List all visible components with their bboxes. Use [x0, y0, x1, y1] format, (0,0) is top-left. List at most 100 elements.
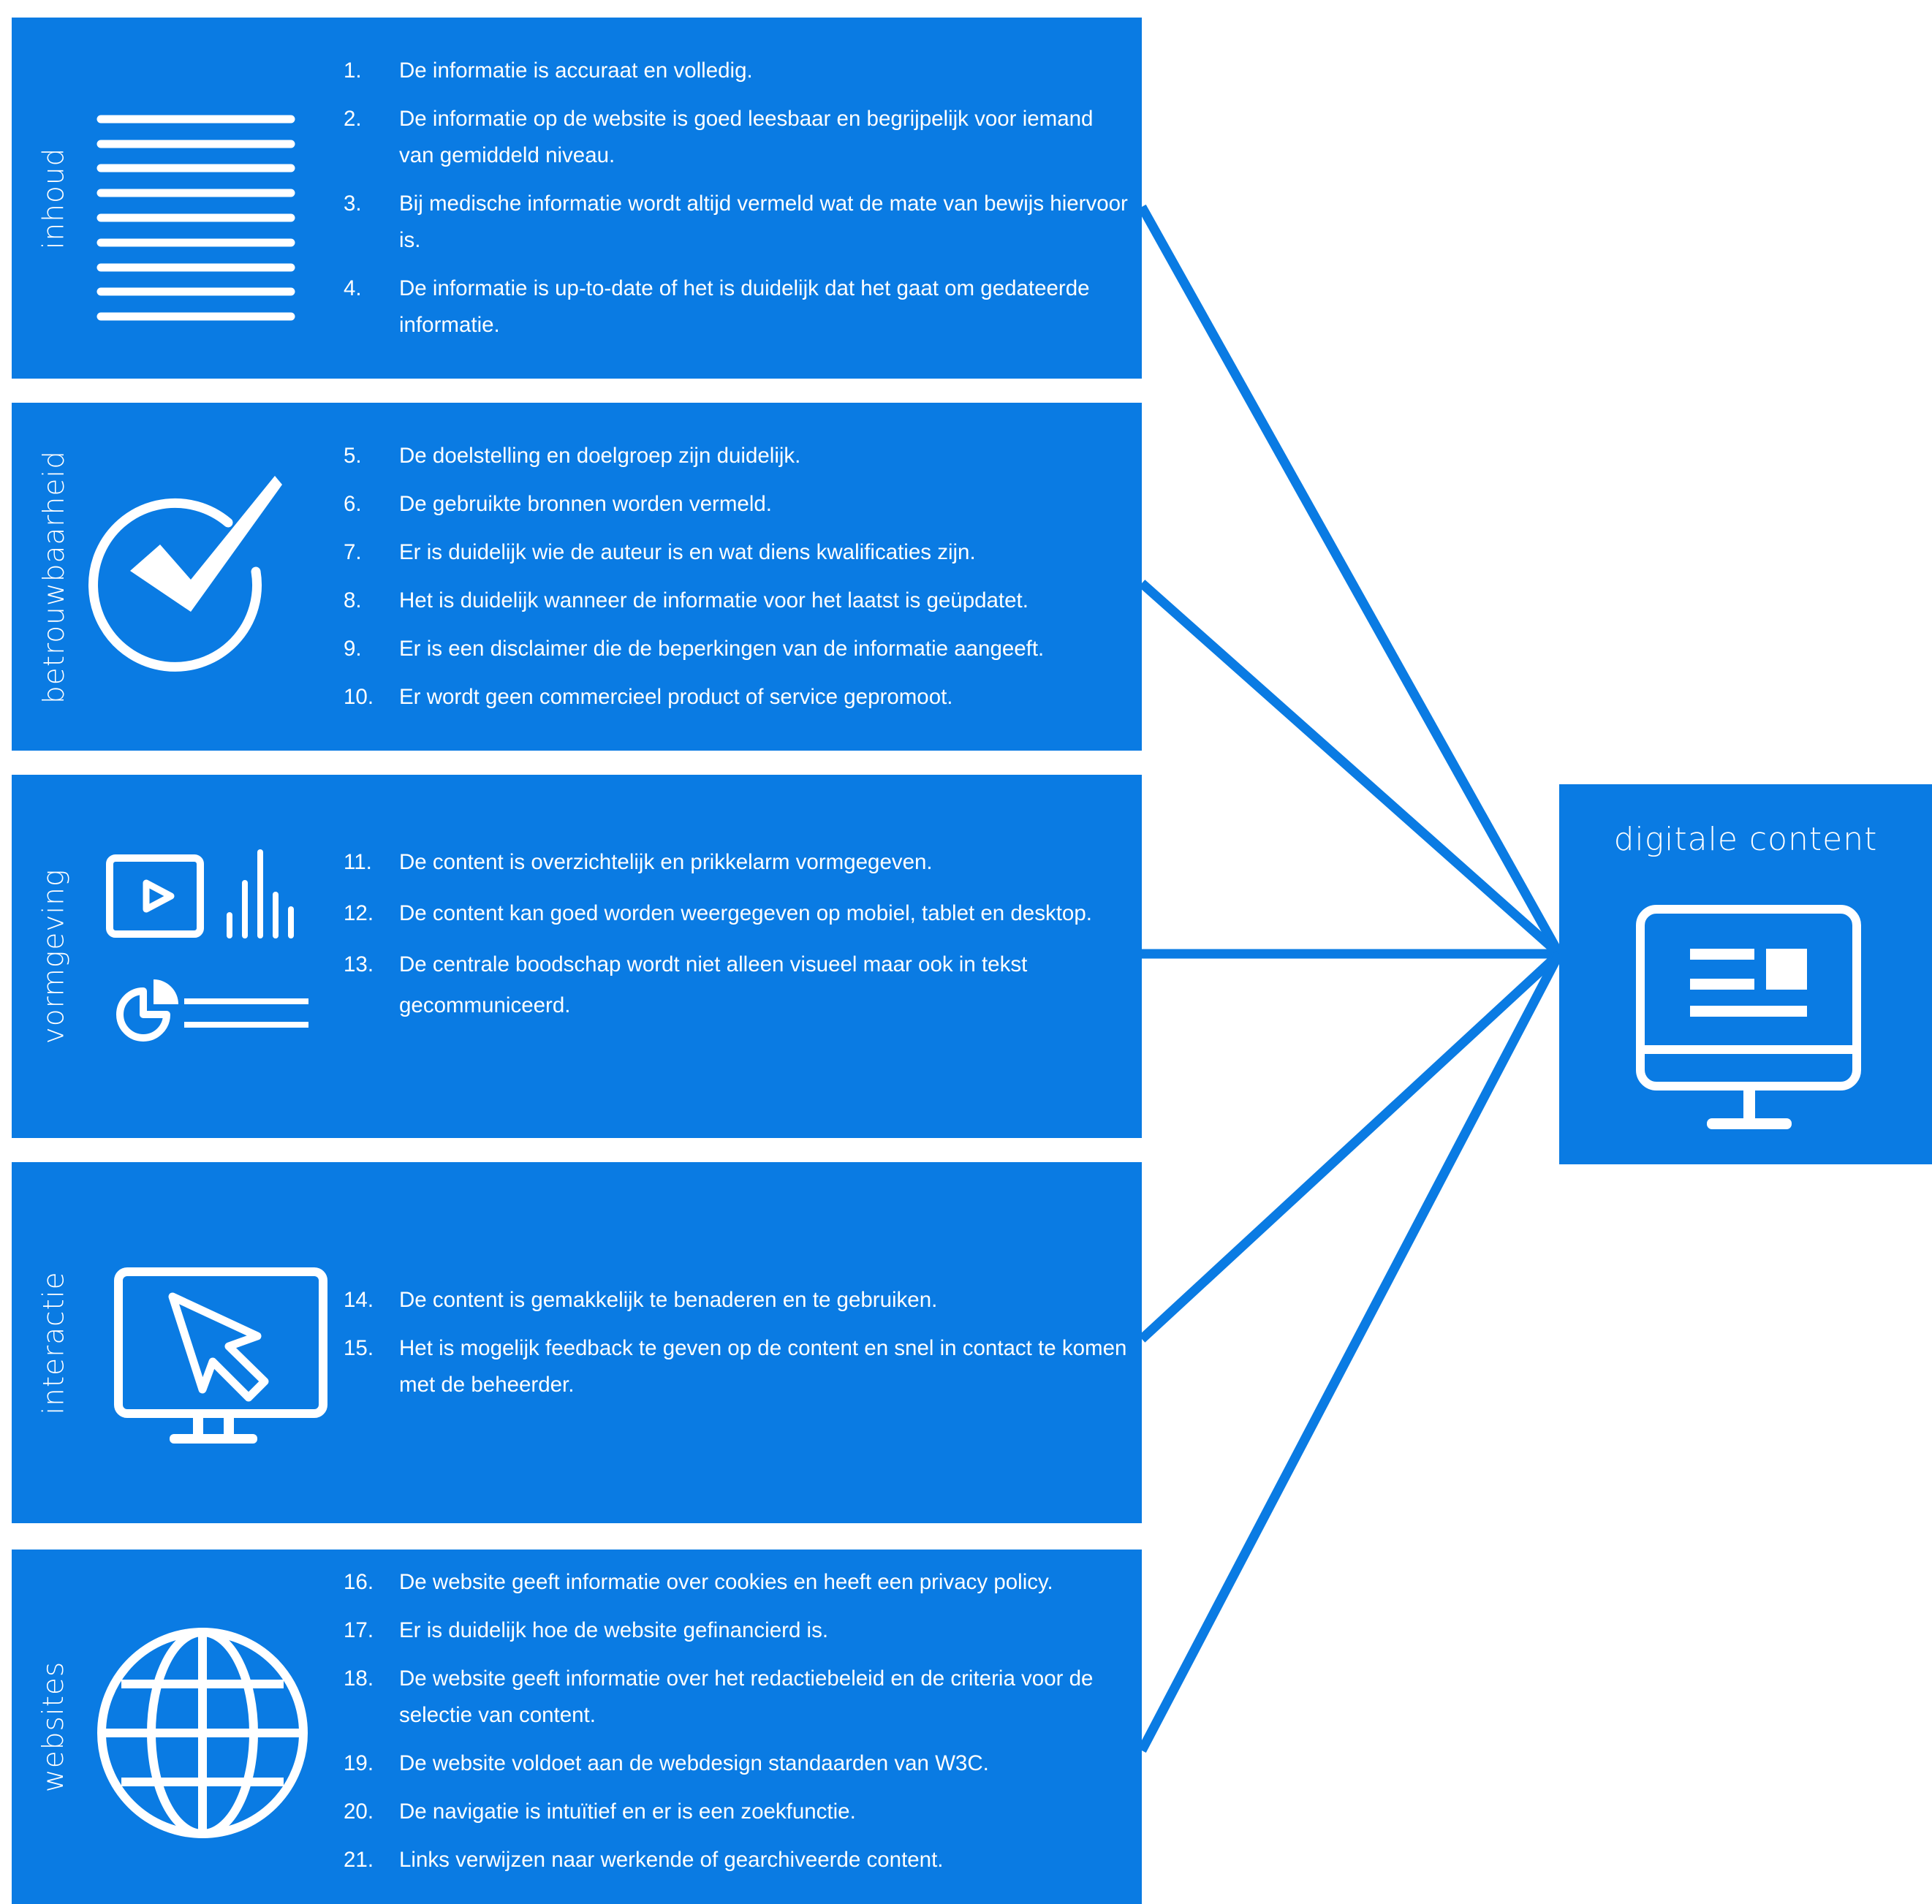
item-text: Er is een disclaimer die de beperkingen …: [399, 637, 1045, 661]
pie-chart-icon: [116, 979, 178, 1042]
list-item: 7.Er is duidelijk wie de auteur is en wa…: [344, 534, 1130, 571]
item-number: 15.: [344, 1336, 374, 1360]
list-item: 21. Links verwijzen naar werkende of gear…: [344, 1842, 1130, 1878]
panel-betrouwbaarheid: betrouwbaarheid 5. De doelstelling en doe…: [12, 403, 1142, 751]
list-item: 18. De website geeft informatie over het …: [344, 1661, 1130, 1734]
item-number: 5.: [344, 444, 362, 468]
item-text: De gebruikte bronnen worden vermeld.: [399, 492, 772, 516]
item-text: Het is duidelijk wanneer de informatie v…: [399, 588, 1028, 612]
section-label-container: betrouwbaarheid: [19, 403, 89, 751]
target-digitale-content: digitale content: [1559, 784, 1932, 1164]
item-number: 21.: [344, 1848, 374, 1872]
item-text: De centrale boodschap wordt niet alleen …: [399, 952, 1028, 1017]
panel-inhoud: inhoud 1. De informatie is accuraat en vo…: [12, 18, 1142, 379]
item-text: De informatie is up-to-date of het is du…: [399, 276, 1090, 337]
list-item: 3. Bij medische informatie wordt altijd v…: [344, 186, 1130, 259]
list-item: 2. De informatie op de website is goed le…: [344, 101, 1130, 174]
section-label-container: interactie: [19, 1162, 89, 1523]
item-text: De website geeft informatie over cookies…: [399, 1570, 1053, 1594]
item-number: 17.: [344, 1618, 374, 1642]
connector-websites: [1137, 951, 1564, 1753]
criteria-list: 11. De content is overzichtelijk en prikk…: [344, 842, 1130, 1036]
item-text: De content is overzichtelijk en prikkela…: [399, 850, 933, 874]
item-text: De website voldoet aan de webdesign stan…: [399, 1751, 989, 1775]
item-text: De content kan goed worden weergegeven o…: [399, 901, 1092, 925]
item-number: 18.: [344, 1666, 374, 1691]
checkmark-circle-icon: [88, 476, 282, 672]
panel-vormgeving: vormgeving 11. De content is overzichteli…: [12, 775, 1142, 1138]
list-item: 6. De gebruikte bronnen worden vermeld.: [344, 486, 1130, 523]
list-item: 13. De centrale boodschap wordt niet alle…: [344, 944, 1130, 1026]
section-label-container: vormgeving: [19, 775, 89, 1138]
item-number: 20.: [344, 1799, 374, 1824]
list-item: 9. Er is een disclaimer die de beperkinge…: [344, 631, 1130, 667]
video-player-icon: [106, 854, 204, 938]
item-text: Links verwijzen naar werkende of gearchi…: [399, 1848, 944, 1872]
criteria-list: 16. De website geeft informatie over cook…: [344, 1564, 1130, 1890]
list-item: 15. Het is mogelijk feedback te geven op …: [344, 1330, 1130, 1403]
item-text: De navigatie is intuïtief en er is een z…: [399, 1799, 856, 1824]
media-layout-icon: [106, 849, 308, 1042]
list-item: 12. De content kan goed worden weergegeve…: [344, 893, 1130, 934]
list-item: 1. De informatie is accuraat en volledig.: [344, 53, 1130, 89]
panel-interactie: interactie 14. De content is gemakkelijk …: [12, 1162, 1142, 1523]
item-text: De website geeft informatie over het red…: [399, 1666, 1094, 1727]
connector-inhoud: [1137, 204, 1564, 957]
item-number: 14.: [344, 1288, 374, 1312]
item-number: 2.: [344, 107, 362, 131]
item-number: 9.: [344, 637, 362, 661]
bar-chart-icon: [227, 849, 294, 938]
item-number: 10.: [344, 685, 374, 709]
item-number: 4.: [344, 276, 362, 300]
list-item: 5. De doelstelling en doelgroep zijn duid…: [344, 438, 1130, 474]
criteria-list: 5. De doelstelling en doelgroep zijn duid…: [344, 438, 1130, 727]
item-number: 7.: [344, 540, 362, 564]
item-number: 3.: [344, 191, 362, 216]
item-number: 19.: [344, 1751, 374, 1775]
item-number: 6.: [344, 492, 362, 516]
item-number: 12.: [344, 901, 374, 925]
panel-websites: websites 16. De website geeft informatie …: [12, 1550, 1142, 1904]
list-item: 14. De content is gemakkelijk te benadere…: [344, 1282, 1130, 1319]
item-number: 8.: [344, 588, 362, 612]
item-text: De doelstelling en doelgroep zijn duidel…: [399, 444, 801, 468]
criteria-list: 14. De content is gemakkelijk te benadere…: [344, 1282, 1130, 1415]
target-title: digitale content: [1613, 821, 1878, 858]
monitor-cursor-icon: [114, 1267, 327, 1444]
section-label: inhoud: [37, 147, 71, 249]
text-lines-icon: [96, 115, 295, 321]
item-text: Er wordt geen commercieel product of ser…: [399, 685, 953, 709]
item-number: 1.: [344, 58, 362, 83]
content-block: [1766, 949, 1807, 990]
item-text: De content is gemakkelijk te benaderen e…: [399, 1288, 938, 1312]
connector-betrouwbaarheid: [1138, 580, 1563, 957]
list-item: 20. De navigatie is intuïtief en er is ee…: [344, 1794, 1130, 1830]
section-label: interactie: [37, 1270, 71, 1415]
item-number: 13.: [344, 952, 374, 976]
section-label-container: websites: [19, 1550, 89, 1904]
list-item: 17. Er is duidelijk hoe de website gefina…: [344, 1612, 1130, 1649]
criteria-list: 1. De informatie is accuraat en volledig.…: [344, 53, 1130, 355]
section-label-container: inhoud: [19, 18, 89, 379]
section-label: betrouwbaarheid: [37, 450, 71, 704]
list-item: 19. De website voldoet aan de webdesign s…: [344, 1745, 1130, 1782]
list-item: 8. Het is duidelijk wanneer de informatie…: [344, 583, 1130, 619]
monitor-content-icon: [1636, 905, 1861, 1129]
list-item: 11. De content is overzichtelijk en prikk…: [344, 842, 1130, 883]
section-label: vormgeving: [37, 868, 71, 1044]
item-number: 11.: [344, 850, 372, 874]
item-text: De informatie op de website is goed lees…: [399, 107, 1094, 167]
list-item: 4. De informatie is up-to-date of het is …: [344, 270, 1130, 344]
list-item: 16. De website geeft informatie over cook…: [344, 1564, 1130, 1601]
text-lines-icon: [184, 998, 308, 1028]
item-text: De informatie is accuraat en volledig.: [399, 58, 753, 83]
globe-icon: [97, 1628, 308, 1838]
item-text: Er is duidelijk hoe de website gefinanci…: [399, 1618, 829, 1642]
item-text: Het is mogelijk feedback te geven op de …: [399, 1336, 1127, 1397]
connector-interactie: [1138, 950, 1563, 1343]
cursor-arrow-icon: [168, 1292, 269, 1402]
item-text: Bij medische informatie wordt altijd ver…: [399, 191, 1128, 252]
list-item: 10. Er wordt geen commercieel product of …: [344, 679, 1130, 716]
item-number: 16.: [344, 1570, 374, 1594]
